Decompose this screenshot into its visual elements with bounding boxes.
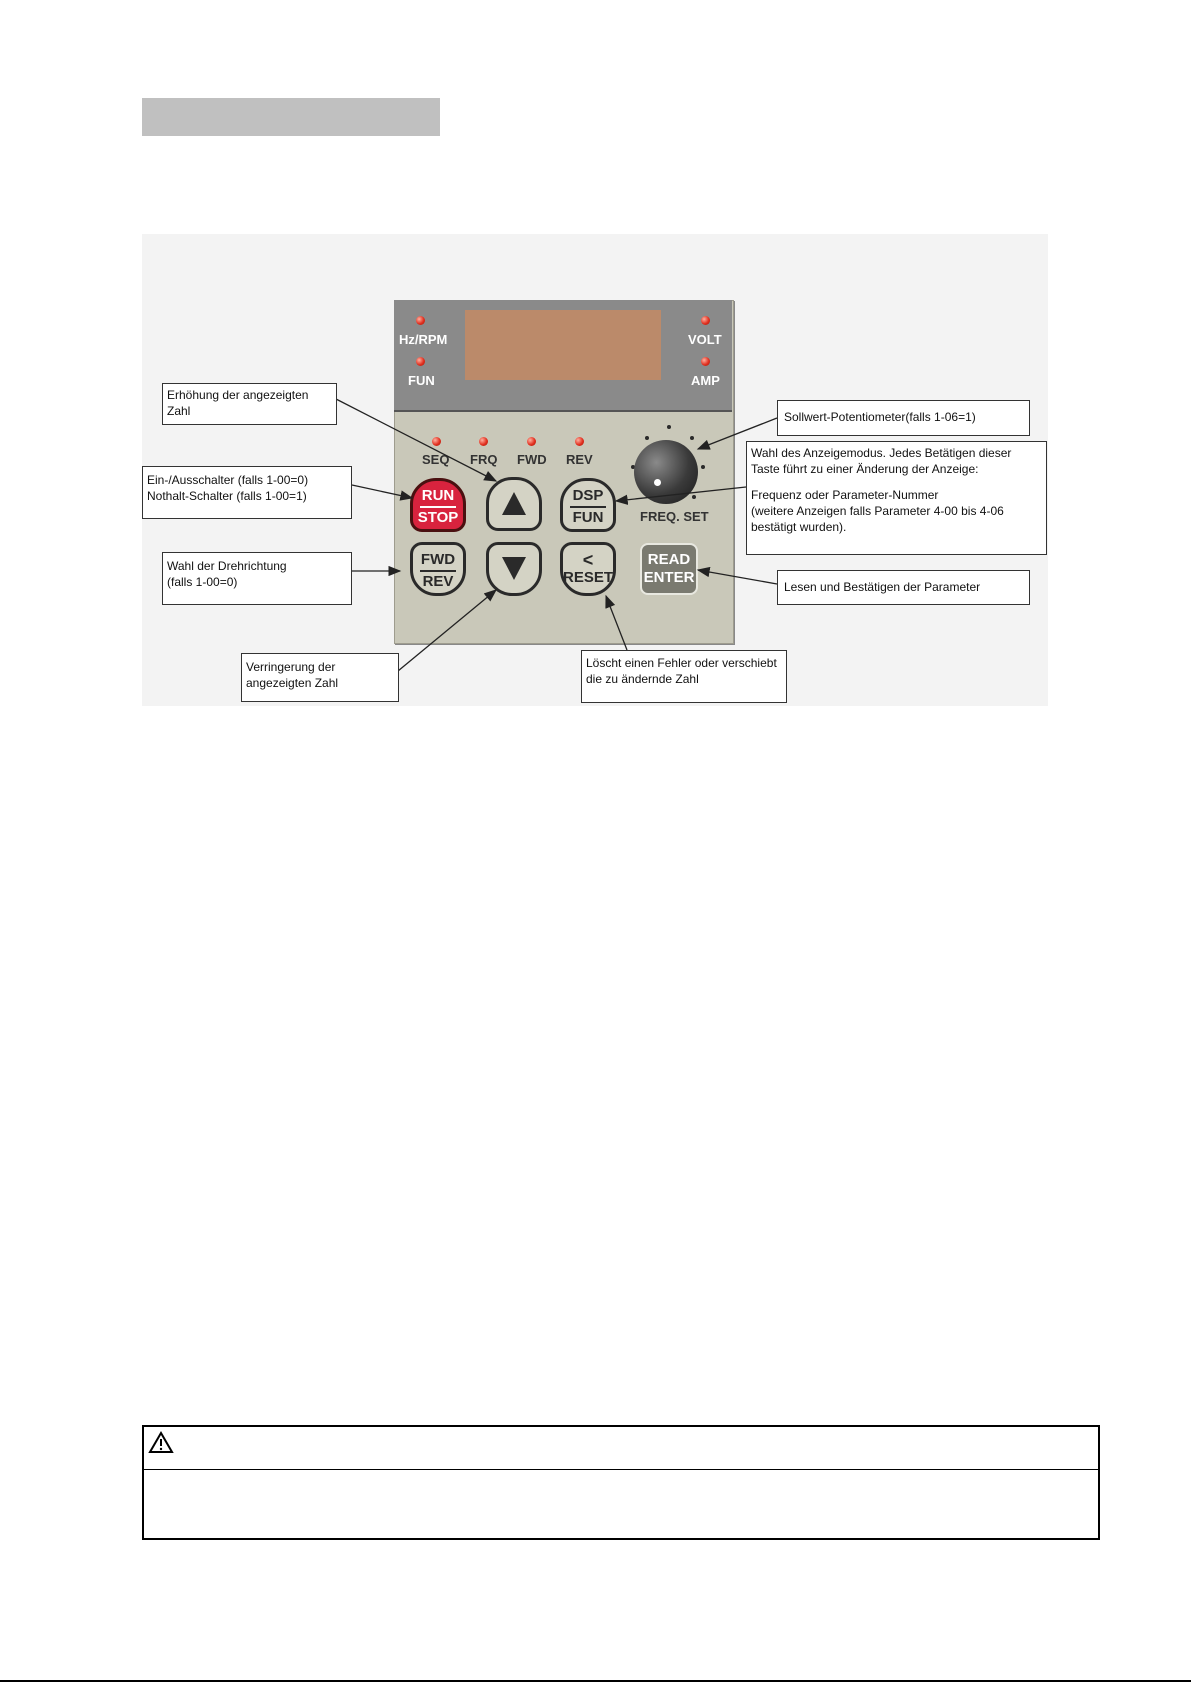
callout-display-mode: Wahl des Anzeigemodus. Jedes Betätigen d… (746, 441, 1047, 555)
warning-triangle-icon (148, 1431, 174, 1455)
callout-reset: Löscht einen Fehler oder verschiebt die … (581, 650, 787, 703)
callout-direction-line1: Wahl der Drehrichtung (167, 558, 347, 574)
callout-run-stop: Ein-/Ausschalter (falls 1-00=0) Nothalt-… (142, 466, 352, 519)
callout-increase: Erhöhung der angezeigten Zahl (162, 383, 337, 425)
callout-display-mode-line1: Wahl des Anzeigemodus. Jedes Betätigen d… (751, 445, 1042, 477)
callout-display-mode-line2: Frequenz oder Parameter-Nummer (751, 487, 1042, 503)
callout-potentiometer: Sollwert-Potentiometer(falls 1-06=1) (777, 400, 1030, 436)
callout-direction: Wahl der Drehrichtung (falls 1-00=0) (162, 552, 352, 605)
callout-read-enter-text: Lesen und Bestätigen der Parameter (784, 580, 980, 594)
callout-potentiometer-text: Sollwert-Potentiometer(falls 1-06=1) (784, 410, 976, 424)
warning-box (142, 1425, 1100, 1540)
callout-increase-text: Erhöhung der angezeigten Zahl (167, 388, 308, 418)
callout-direction-line2: (falls 1-00=0) (167, 574, 347, 590)
callout-run-stop-line2: Nothalt-Schalter (falls 1-00=1) (147, 488, 347, 504)
warning-header (144, 1427, 1098, 1470)
callout-decrease-text: Verringerung der angezeigten Zahl (246, 660, 338, 690)
callout-decrease: Verringerung der angezeigten Zahl (241, 653, 399, 702)
footer-rule (0, 1680, 1191, 1682)
callout-read-enter: Lesen und Bestätigen der Parameter (777, 570, 1030, 605)
callout-run-stop-line1: Ein-/Ausschalter (falls 1-00=0) (147, 472, 347, 488)
callout-reset-text: Löscht einen Fehler oder verschiebt die … (586, 656, 777, 686)
callout-display-mode-line3: (weitere Anzeigen falls Parameter 4-00 b… (751, 503, 1042, 535)
